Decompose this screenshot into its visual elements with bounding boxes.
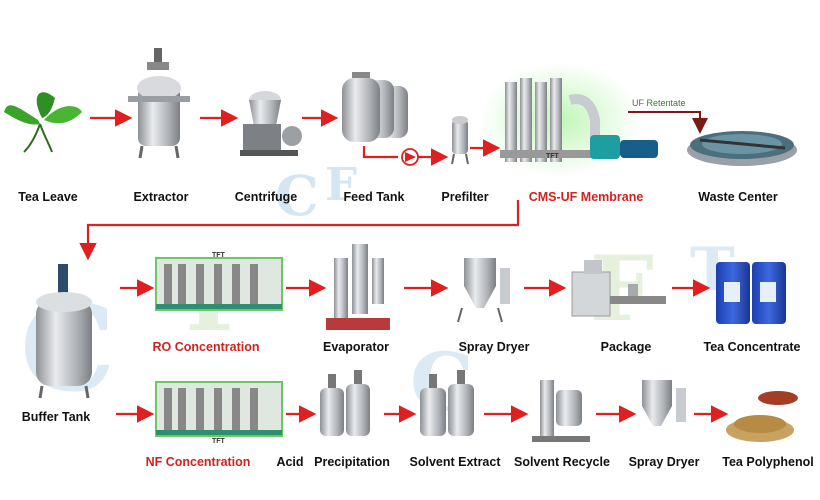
extractor-icon — [128, 48, 190, 159]
nf-concentration-skid-icon — [155, 381, 283, 437]
spray-dryer-icon — [457, 258, 510, 323]
label-tea-leave: Tea Leave — [18, 190, 78, 204]
label-spray-dryer-2: Spray Dryer — [628, 455, 700, 469]
ro-concentration-skid-icon — [155, 257, 283, 311]
pump-symbol-icon — [401, 148, 419, 166]
flow-arrows — [79, 109, 729, 423]
label-prefilter: Prefilter — [441, 190, 489, 204]
tft-tag: TFT — [546, 153, 559, 160]
feed-tank-icon — [342, 72, 408, 142]
label-buffer-tank: Buffer Tank — [21, 410, 91, 424]
label-precipitation: Precipitation — [314, 455, 390, 469]
label-spray-dryer-1: Spray Dryer — [458, 340, 530, 354]
label-solvent-recycle: Solvent Recycle — [514, 455, 610, 469]
tea-concentrate-drums-icon — [716, 262, 786, 324]
label-evaporator: Evaporator — [323, 340, 389, 354]
label-tea-concentrate: Tea Concentrate — [703, 340, 801, 354]
label-feed-tank: Feed Tank — [343, 190, 405, 204]
label-waste-center: Waste Center — [698, 190, 778, 204]
label-tea-polyphenol: Tea Polyphenol — [722, 455, 814, 469]
solvent-recycle-column-icon — [532, 380, 590, 442]
label-solvent-extract: Solvent Extract — [409, 455, 501, 469]
package-machine-icon — [571, 260, 666, 317]
uf-retentate-arrow — [628, 111, 708, 134]
label-centrifuge: Centrifuge — [234, 190, 298, 204]
label-nf-concentration: NF Concentration — [145, 455, 251, 469]
tft-tag: TFT — [212, 252, 225, 259]
cms-uf-membrane-icon — [480, 62, 658, 178]
svg-text:C: C — [275, 163, 319, 228]
label-ro-concentration: RO Concentration — [152, 340, 260, 354]
label-package: Package — [600, 340, 652, 354]
tea-leaves-icon — [4, 92, 82, 153]
spray-dryer-2-icon — [642, 380, 686, 426]
label-uf-retentate: UF Retentate — [632, 98, 686, 108]
centrifuge-icon — [240, 91, 302, 156]
waste-center-icon — [687, 131, 797, 166]
label-extractor: Extractor — [133, 190, 189, 204]
precipitation-tanks-icon — [320, 370, 370, 436]
tea-polyphenol-powder-icon — [726, 391, 798, 442]
tft-tag: TFT — [212, 438, 225, 445]
buffer-tank-icon — [36, 264, 92, 399]
svg-text:F: F — [325, 158, 357, 211]
prefilter-icon — [451, 116, 469, 165]
evaporator-icon — [326, 244, 390, 330]
solvent-extract-tanks-icon — [420, 370, 474, 436]
label-acid: Acid — [276, 455, 304, 469]
label-cms-uf-membrane: CMS-UF Membrane — [528, 190, 644, 204]
